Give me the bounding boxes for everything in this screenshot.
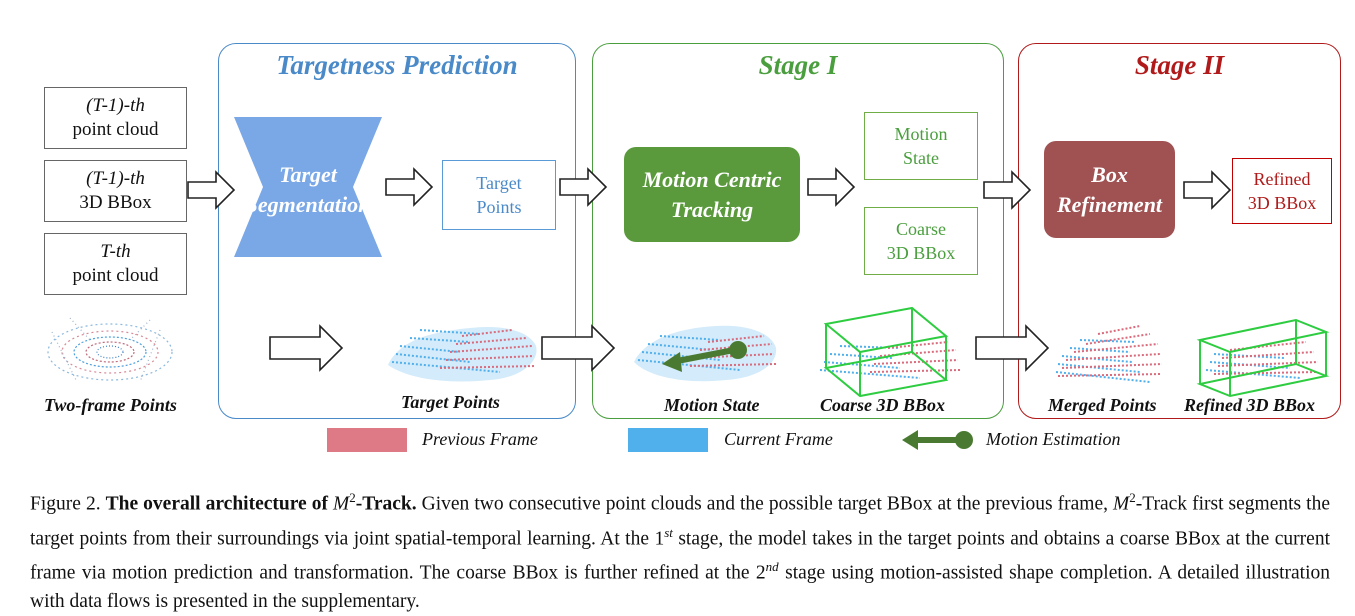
targetness-title: Targetness Prediction: [276, 50, 518, 80]
label-motion-state: Motion State: [664, 395, 760, 415]
caption-prefix: Figure 2.: [30, 493, 106, 515]
refinement-line1: Box: [1091, 161, 1128, 187]
target-points-line2: Points: [476, 197, 522, 217]
motion-state-line2: State: [903, 148, 939, 168]
refined-bbox-box: Refined 3D BBox: [1232, 158, 1332, 224]
input-prev-bbox: (T-1)-th 3D BBox: [44, 160, 187, 222]
refined-bbox-image: [1196, 318, 1330, 398]
arrow-bottom-1: [269, 325, 343, 371]
motion-state-line1: Motion: [894, 124, 948, 144]
target-points-line1: Target: [476, 173, 522, 193]
arrow-refinement-to-refined: [1183, 171, 1231, 209]
input-curr-point-cloud-line2: point cloud: [72, 265, 159, 286]
input-prev-bbox-line1: (T-1)-th: [86, 168, 145, 189]
stage1-title: Stage I: [758, 50, 838, 80]
caption-sup-nd: nd: [765, 559, 779, 574]
label-coarse-bbox: Coarse 3D BBox: [820, 395, 946, 415]
legend-motion-icon: [902, 430, 973, 450]
arrow-outputs-to-refinement: [983, 171, 1031, 209]
label-merged-points: Merged Points: [1048, 395, 1157, 415]
motion-state-box: Motion State: [864, 112, 978, 180]
targetness-panel: Targetness Prediction: [218, 43, 576, 419]
arrow-bottom-2: [541, 325, 615, 371]
caption-sup-2b: 2: [1129, 490, 1136, 505]
target-points-image: [388, 326, 537, 382]
refinement-line2: Refinement: [1056, 191, 1163, 217]
legend-motion-label: Motion Estimation: [986, 429, 1121, 449]
segmentation-module: Target Segmentation: [234, 145, 382, 235]
tracking-line1: Motion Centric: [642, 166, 782, 192]
coarse-bbox-box: Coarse 3D BBox: [864, 207, 978, 275]
caption-text3: stage, the model takes in the target poi…: [30, 528, 1330, 584]
input-prev-point-cloud-line1: (T-1)-th: [86, 95, 145, 116]
input-curr-point-cloud: T-th point cloud: [44, 233, 187, 295]
arrow-input-to-segmentation: [187, 171, 235, 209]
arrow-segmentation-to-points: [385, 168, 433, 206]
coarse-bbox-line1: Coarse: [896, 219, 946, 239]
input-curr-point-cloud-line1: T-th: [100, 241, 131, 262]
caption-bold-lead: The overall architecture of: [105, 493, 334, 515]
motion-state-image: [634, 325, 777, 382]
refinement-module: Box Refinement: [1044, 141, 1175, 238]
caption-sup-st: st: [664, 524, 673, 540]
input-prev-point-cloud: (T-1)-th point cloud: [44, 87, 187, 149]
two-frame-points-image: [47, 317, 173, 383]
legend-previous-swatch: [327, 428, 407, 452]
refined-bbox-line2: 3D BBox: [1247, 193, 1317, 213]
legend-current-label: Current Frame: [724, 429, 833, 449]
merged-points-image: [1055, 325, 1163, 383]
segmentation-hourglass: [234, 117, 382, 257]
coarse-bbox-line2: 3D BBox: [886, 243, 956, 263]
label-refined-bbox: Refined 3D BBox: [1184, 395, 1316, 415]
legend-current-swatch: [628, 428, 708, 452]
label-two-frame-points: Two-frame Points: [44, 395, 177, 415]
diagram-graphics: [47, 117, 1330, 452]
arrow-points-to-tracking: [559, 168, 607, 206]
segmentation-line1: Target: [279, 162, 337, 187]
caption-sup-2: 2: [349, 490, 356, 505]
caption-text4: stage using motion-assisted shape comple…: [30, 562, 1330, 612]
caption-text2: -Track first segments the target points …: [30, 493, 1330, 550]
arrow-tracking-to-outputs: [807, 168, 855, 206]
input-prev-point-cloud-line2: point cloud: [72, 119, 159, 140]
input-prev-bbox-line2: 3D BBox: [79, 192, 152, 213]
stage2-title: Stage II: [1134, 50, 1225, 80]
tracking-line2: Tracking: [670, 196, 754, 222]
caption-bold-tail: -Track.: [355, 493, 417, 515]
legend-previous-label: Previous Frame: [422, 429, 538, 449]
tracking-module: Motion Centric Tracking: [624, 147, 800, 242]
stage2-panel: Stage II: [1018, 43, 1341, 419]
caption-math-m-2: M: [1113, 493, 1130, 515]
target-points-box: Target Points: [442, 160, 556, 230]
refined-bbox-line1: Refined: [1253, 169, 1311, 189]
label-target-points: Target Points: [401, 392, 500, 412]
caption-text1: Given two consecutive point clouds and t…: [416, 493, 1114, 515]
arrow-bottom-3: [975, 325, 1049, 371]
segmentation-line2: Segmentation: [245, 192, 371, 217]
caption-math-m: M: [333, 493, 350, 515]
stage1-panel: Stage I: [592, 43, 1004, 419]
coarse-bbox-image: [819, 306, 961, 398]
figure-caption: Figure 2. The overall architecture of M2…: [30, 484, 1330, 616]
